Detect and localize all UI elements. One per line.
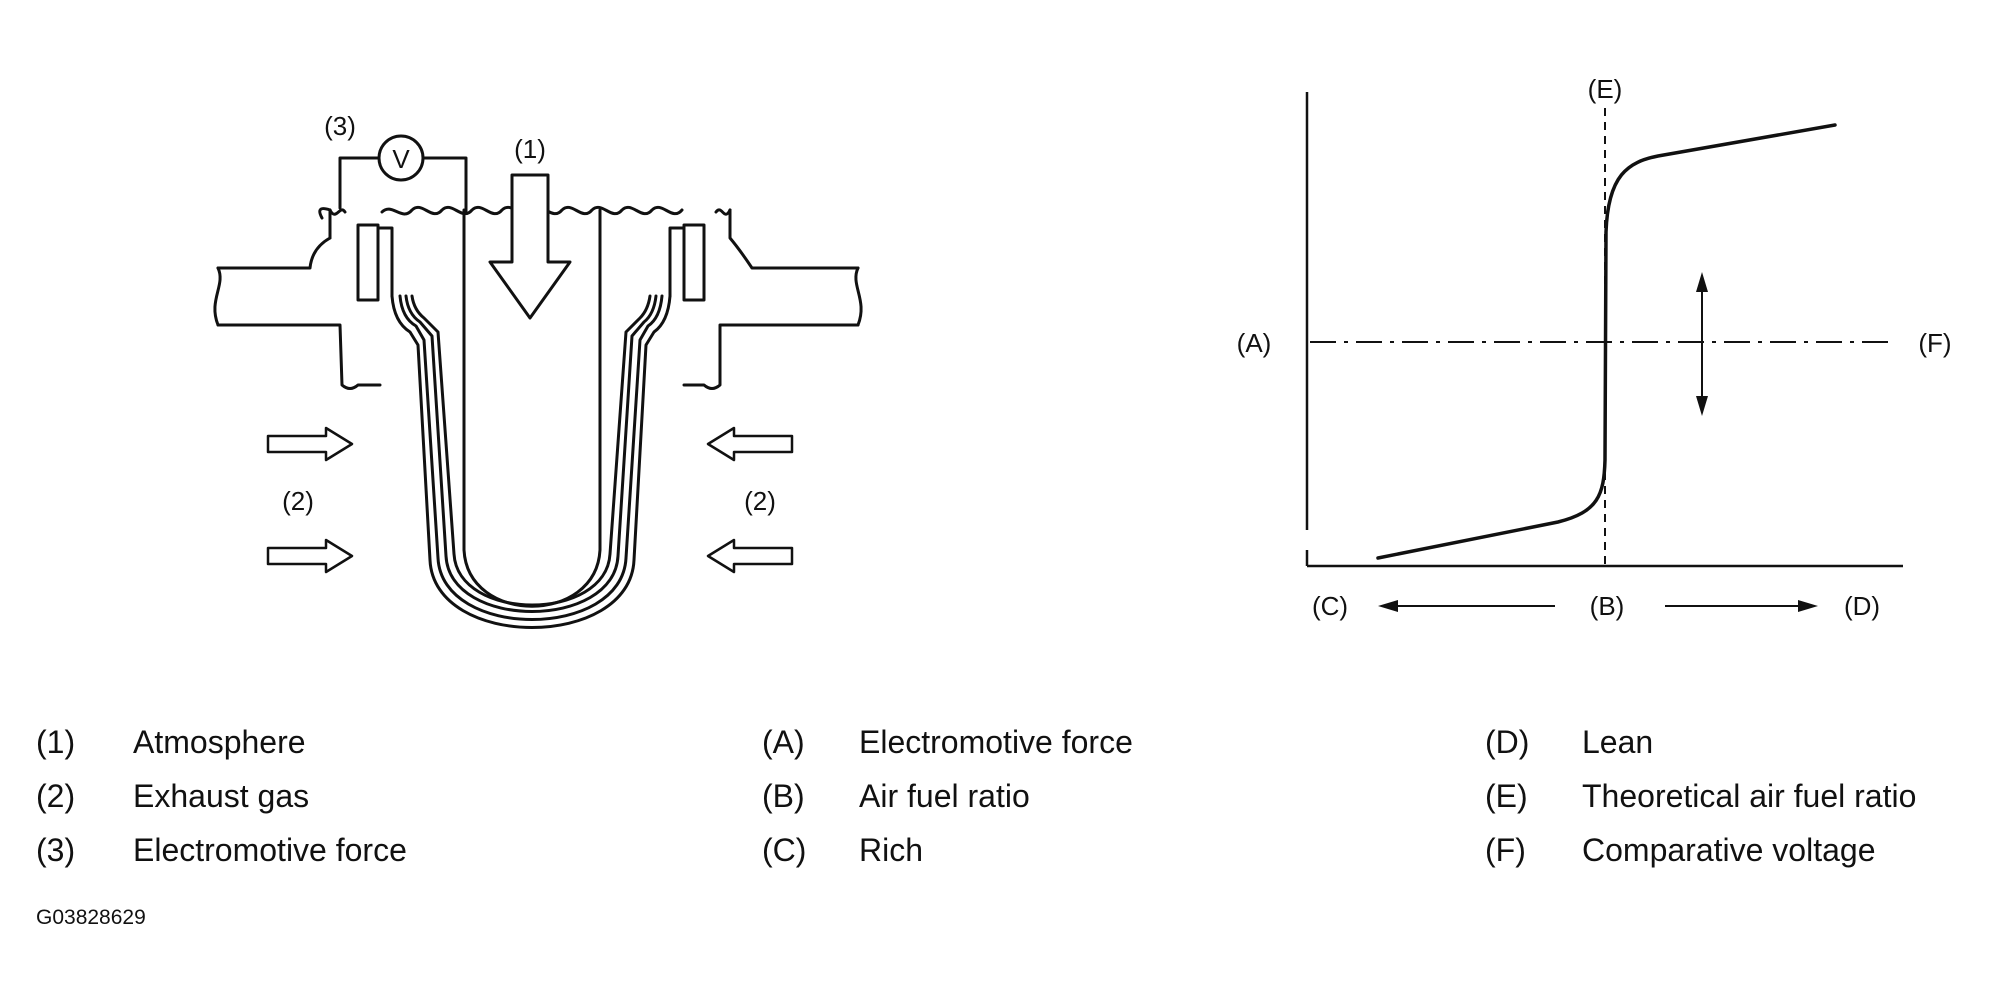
legend-key: (3) [36, 832, 76, 868]
exhaust-arrow-icon [266, 426, 354, 462]
sensor-inner-chamber [462, 208, 602, 608]
exhaust-arrow-icon [706, 426, 794, 462]
legend-key: (2) [36, 778, 76, 814]
atmosphere-arrow-icon [488, 173, 572, 320]
label-rich: (C) [1312, 591, 1348, 621]
oxygen-sensor-diagram: V (1) (3) (2) (2) [213, 111, 863, 629]
label-atmosphere: (1) [514, 134, 546, 164]
exhaust-pipe-left [216, 207, 332, 270]
legend-key: (E) [1485, 778, 1528, 814]
legend-text: Lean [1582, 724, 1654, 760]
legend: (1) Atmosphere (2) Exhaust gas (3) Elect… [0, 722, 2001, 882]
legend-key: (A) [762, 724, 805, 760]
legend-key: (F) [1485, 832, 1526, 868]
legend-key: (B) [762, 778, 805, 814]
label-emf-axis: (A) [1237, 328, 1272, 358]
legend-key: (1) [36, 724, 76, 760]
legend-key: (D) [1485, 724, 1530, 760]
legend-text: Electromotive force [859, 724, 1133, 760]
figure-code: G03828629 [36, 906, 146, 929]
exhaust-arrows [266, 426, 794, 574]
label-air-fuel-ratio: (B) [1590, 591, 1625, 621]
exhaust-pipe-right [728, 208, 860, 270]
voltmeter-icon [377, 134, 425, 182]
label-comparative-voltage: (F) [1918, 328, 1951, 358]
label-exhaust-right: (2) [744, 486, 776, 516]
legend-key: (C) [762, 832, 807, 868]
legend-text: Comparative voltage [1582, 832, 1876, 868]
exhaust-arrow-icon [706, 538, 794, 574]
legend-text: Electromotive force [133, 832, 407, 868]
voltmeter-symbol: V [392, 144, 410, 174]
legend-text: Atmosphere [133, 724, 306, 760]
legend-text: Air fuel ratio [859, 778, 1030, 814]
exhaust-arrow-icon [266, 538, 354, 574]
legend-text: Rich [859, 832, 924, 868]
label-lean: (D) [1844, 591, 1880, 621]
label-emf: (3) [324, 111, 356, 141]
legend-text: Exhaust gas [133, 778, 310, 814]
legend-text: Theoretical air fuel ratio [1582, 778, 1917, 814]
label-exhaust-left: (2) [282, 486, 314, 516]
emf-graph: (E) (A) (F) (C) (B) (D) [1237, 74, 1952, 621]
label-theoretical-ratio: (E) [1588, 74, 1623, 104]
circuit-wire [338, 156, 380, 210]
sensor-outer-shell [390, 294, 672, 629]
emf-curve [1376, 123, 1837, 560]
